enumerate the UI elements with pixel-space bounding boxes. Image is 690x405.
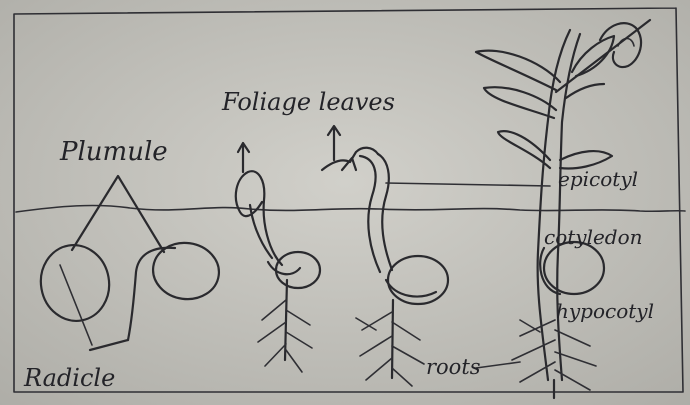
label-hypocotyl: hypocotyl xyxy=(556,299,654,323)
label-radicle: Radicle xyxy=(23,364,115,392)
label-roots: roots xyxy=(426,355,481,379)
label-cotyledon: cotyledon xyxy=(544,225,643,249)
label-foliage-leaves: Foliage leaves xyxy=(221,88,395,116)
label-epicotyl: epicotyl xyxy=(558,167,638,191)
label-plumule: Plumule xyxy=(59,137,168,167)
